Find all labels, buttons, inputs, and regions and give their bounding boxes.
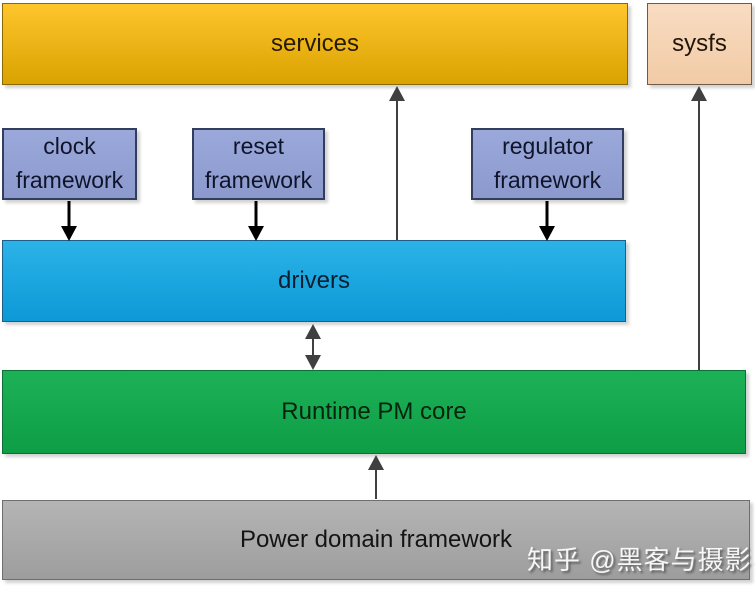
arrow-shaft: [545, 201, 549, 232]
power-domain-framework-box: Power domain framework: [2, 500, 750, 580]
drivers-label: drivers: [277, 267, 350, 295]
arrowhead-up-icon: [305, 324, 321, 339]
arrow-clock-to-drivers-icon: [61, 201, 77, 241]
sysfs-box: sysfs: [647, 3, 752, 85]
arrow-shaft: [396, 95, 398, 240]
power-domain-framework-label: Power domain framework: [239, 526, 513, 554]
drivers-box: drivers: [2, 240, 626, 322]
sysfs-label: sysfs: [672, 30, 727, 58]
arrow-shaft: [67, 201, 71, 232]
services-box: services: [2, 3, 628, 85]
regulator-framework-label: regulator framework: [493, 133, 602, 193]
arrow-reset-to-drivers-icon: [248, 201, 264, 241]
arrowhead-up-icon: [368, 455, 384, 470]
arrow-shaft: [375, 464, 377, 499]
arrow-shaft: [698, 95, 700, 370]
arrowhead-up-icon: [389, 86, 405, 101]
arrow-power-domain-to-runtime-icon: [368, 455, 384, 499]
reset-framework-box: reset framework: [192, 128, 325, 200]
arrowhead-up-icon: [691, 86, 707, 101]
regulator-framework-box: regulator framework: [471, 128, 624, 200]
arrowhead-down-icon: [248, 226, 264, 241]
clock-framework-label: clock framework: [15, 133, 124, 193]
arrowhead-down-icon: [61, 226, 77, 241]
zhihu-watermark: 知乎 @黑客与摄影师: [527, 545, 755, 575]
arrow-shaft: [254, 201, 258, 232]
arrow-drivers-runtime-bidirectional-icon: [305, 324, 321, 370]
runtime-pm-core-label: Runtime PM core: [281, 398, 467, 426]
arrowhead-down-icon: [305, 355, 321, 370]
arrow-regulator-to-drivers-icon: [539, 201, 555, 241]
arrow-shaft: [312, 333, 314, 361]
arrowhead-down-icon: [539, 226, 555, 241]
clock-framework-box: clock framework: [2, 128, 137, 200]
arrow-drivers-to-services-icon: [389, 86, 405, 240]
services-label: services: [270, 30, 360, 58]
arrow-runtime-pm-to-sysfs-icon: [691, 86, 707, 370]
runtime-pm-core-box: Runtime PM core: [2, 370, 746, 454]
reset-framework-label: reset framework: [204, 133, 313, 193]
